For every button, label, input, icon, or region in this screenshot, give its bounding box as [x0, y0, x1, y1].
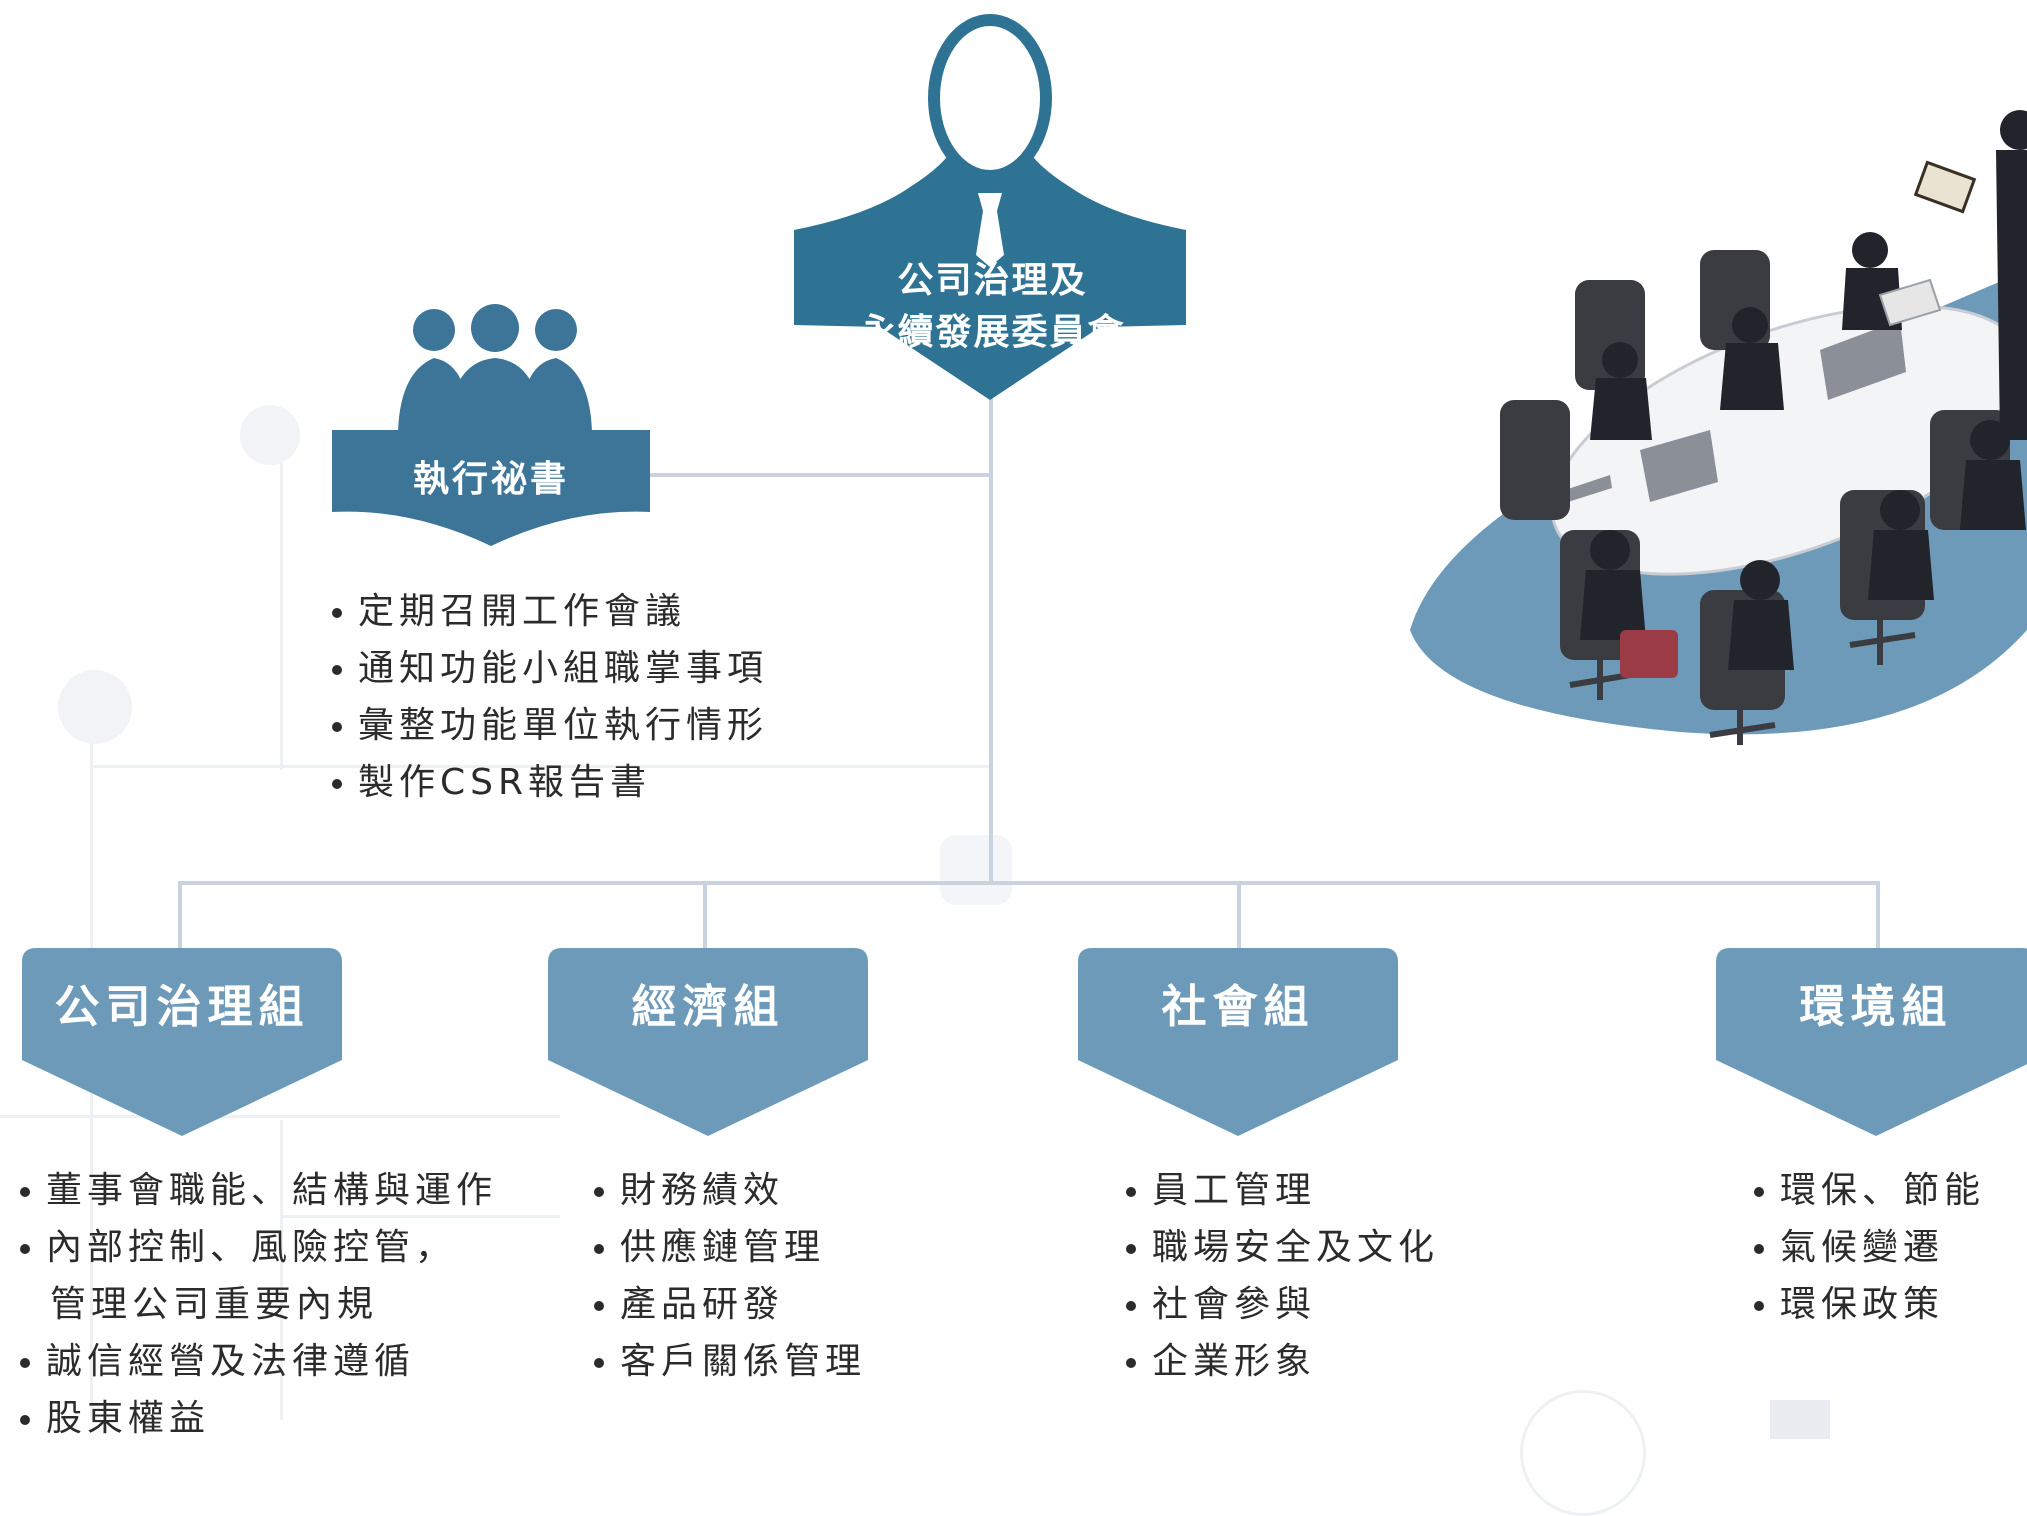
list-item: 社會參與	[1124, 1276, 1439, 1333]
connector-groups-bar	[178, 881, 1880, 885]
list-item: 財務績效	[592, 1162, 866, 1219]
connector-group-2	[703, 881, 707, 951]
background-device-icon	[940, 835, 1012, 905]
group-node-environment	[1716, 948, 2027, 1136]
list-item: 氣候變遷	[1752, 1219, 1985, 1276]
list-item: 環保政策	[1752, 1276, 1985, 1333]
environment-item-list: 環保、節能 氣候變遷 環保政策	[1752, 1162, 1985, 1333]
background-pin-icon	[240, 405, 300, 465]
list-item: 職場安全及文化	[1124, 1219, 1439, 1276]
list-item: 通知功能小組職掌事項	[330, 640, 768, 697]
connector-secretary	[630, 473, 992, 477]
printer-icon	[1878, 278, 1942, 327]
background-decoration	[280, 430, 283, 770]
background-globe-icon	[1520, 1390, 1646, 1516]
clipboard-icon	[1913, 160, 1977, 214]
secretary-duty-list: 定期召開工作會議 通知功能小組職掌事項 彙整功能單位執行情形 製作CSR報告書	[330, 583, 768, 811]
group-title-environment: 環境組	[1799, 980, 1953, 1033]
tie-icon	[976, 193, 1004, 267]
social-item-list: 員工管理 職場安全及文化 社會參與 企業形象	[1124, 1162, 1439, 1390]
connector-committee-trunk	[989, 390, 993, 885]
list-item: 員工管理	[1124, 1162, 1439, 1219]
list-item: 董事會職能、結構與運作	[18, 1162, 497, 1219]
chair-base-icon	[1569, 620, 1916, 745]
connector-group-1	[178, 881, 182, 951]
person-silhouette-icon	[928, 14, 1052, 182]
group-title-economic: 經濟組	[631, 980, 785, 1033]
meeting-table-illustration	[1410, 110, 2027, 745]
briefcase-icon	[1620, 630, 1678, 678]
connector-group-3	[1237, 881, 1241, 951]
laptop-icon	[1565, 320, 1906, 502]
list-item: 彙整功能單位執行情形	[330, 697, 768, 754]
person-icon	[1580, 110, 2027, 670]
list-item: 股東權益	[18, 1390, 497, 1447]
background-decoration	[0, 1115, 560, 1118]
connector-group-4	[1876, 881, 1880, 951]
secretary-shape	[332, 430, 650, 546]
list-item: 客戶關係管理	[592, 1333, 866, 1390]
group-title-governance: 公司治理組	[54, 980, 310, 1033]
list-item: 誠信經營及法律遵循	[18, 1333, 497, 1390]
list-item: 製作CSR報告書	[330, 754, 768, 811]
committee-shape	[794, 145, 1186, 400]
list-item: 定期召開工作會議	[330, 583, 768, 640]
people-group-icon	[398, 304, 592, 432]
committee-title-line1: 公司治理及	[897, 260, 1088, 301]
background-decoration	[280, 1120, 283, 1420]
background-decoration	[90, 765, 990, 768]
list-item: 企業形象	[1124, 1333, 1439, 1390]
secretary-node	[332, 304, 650, 546]
background-info-icon	[1770, 1400, 1830, 1439]
list-item: 供應鏈管理	[592, 1219, 866, 1276]
background-pin-icon	[58, 670, 132, 744]
group-node-economic	[548, 948, 868, 1136]
list-item: 內部控制、風險控管，	[18, 1219, 497, 1276]
committee-node	[794, 14, 1186, 400]
list-item: 環保、節能	[1752, 1162, 1985, 1219]
economic-item-list: 財務績效 供應鏈管理 產品研發 客戶關係管理	[592, 1162, 866, 1390]
committee-title: 公司治理及 永續發展委員會	[800, 255, 1185, 359]
group-title-social: 社會組	[1161, 980, 1315, 1033]
secretary-title: 執行祕書	[412, 459, 569, 500]
group-node-social	[1078, 948, 1398, 1136]
group-node-governance	[22, 948, 342, 1136]
background-decoration	[280, 1215, 560, 1218]
list-item: 產品研發	[592, 1276, 866, 1333]
governance-item-list: 董事會職能、結構與運作 內部控制、風險控管， 管理公司重要內規 誠信經營及法律遵…	[18, 1162, 497, 1447]
committee-title-line2: 永續發展委員會	[859, 312, 1126, 353]
list-item-continuation: 管理公司重要內規	[50, 1284, 379, 1325]
